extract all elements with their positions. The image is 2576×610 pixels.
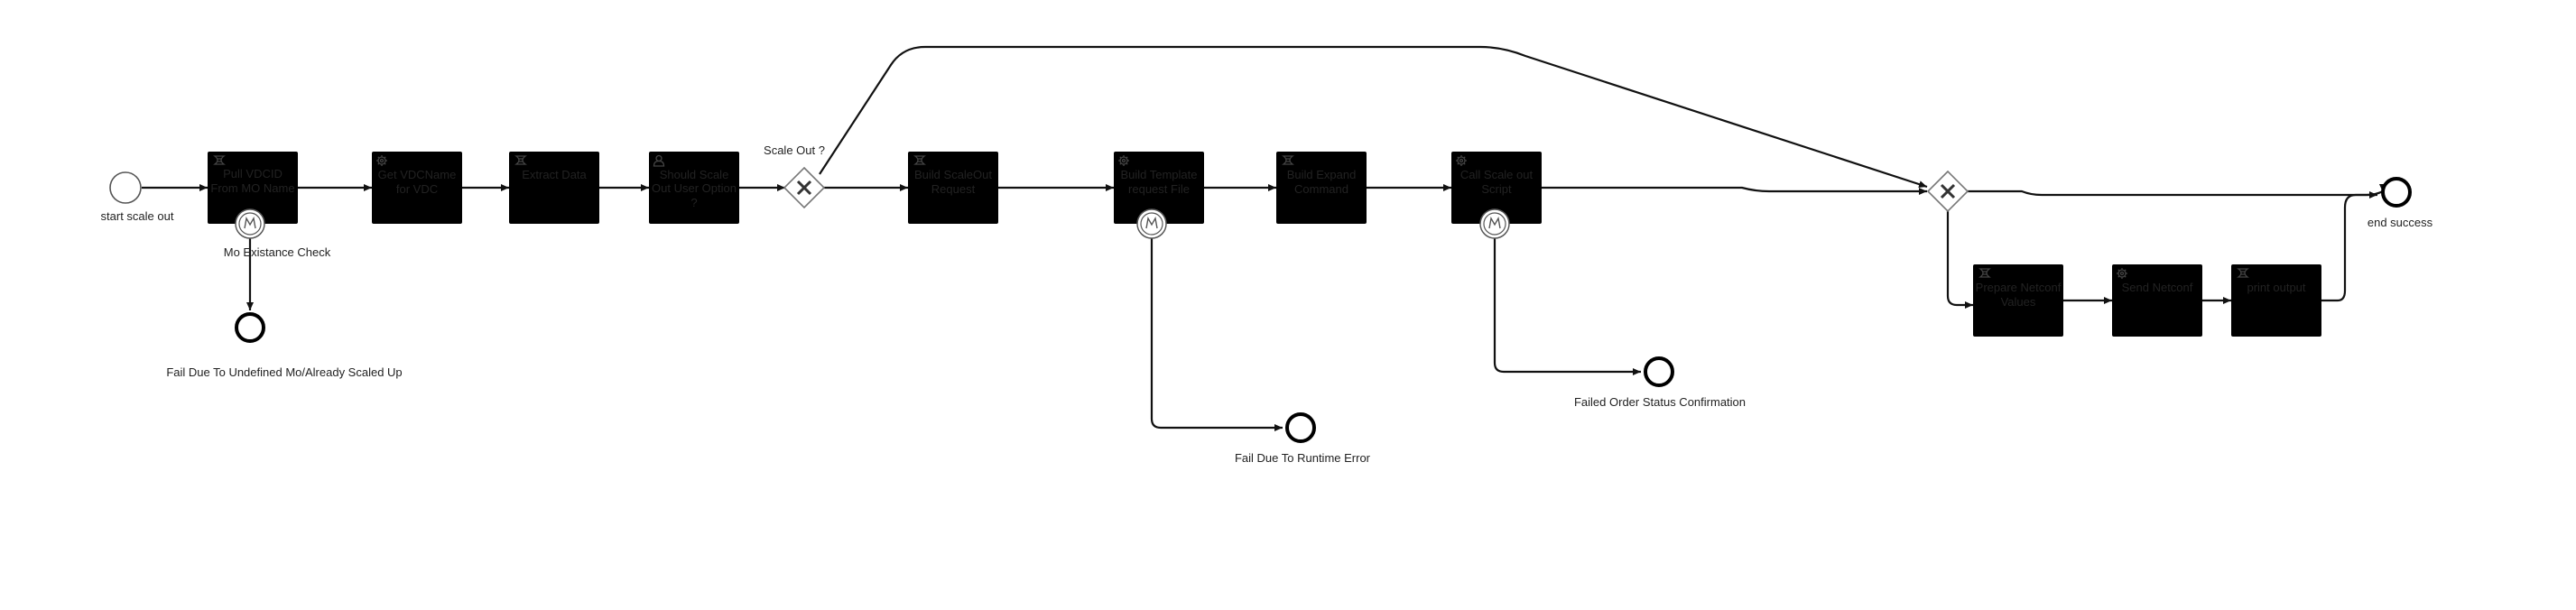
boundary-mo-existence-check[interactable]: Mo Existance Check: [224, 208, 331, 259]
task-build-template[interactable]: Build Template request File: [1114, 152, 1204, 224]
flow-template-error-to-fail: [1150, 238, 1283, 431]
task-should-scale-line-3: ?: [690, 196, 697, 209]
task-call-script-line-2: Script: [1481, 182, 1512, 196]
task-build-template-line-2: request File: [1128, 182, 1190, 196]
task-send-netconf-line-1: Send Netconf: [2122, 281, 2193, 294]
task-send-netconf[interactable]: Send Netconf: [2112, 264, 2202, 337]
task-build-expand-line-2: Command: [1294, 182, 1348, 196]
end-event-success-label: end success: [2368, 216, 2433, 229]
end-event-fail-order-label: Failed Order Status Confirmation: [1574, 395, 1746, 409]
end-event-fail-runtime-label: Fail Due To Runtime Error: [1235, 451, 1371, 465]
end-event-fail-undefined[interactable]: Fail Due To Undefined Mo/Already Scaled …: [166, 312, 403, 379]
task-build-expand[interactable]: Build Expand Command: [1276, 152, 1367, 224]
task-should-scale-line-1: Should Scale: [660, 168, 729, 181]
end-event-fail-order[interactable]: Failed Order Status Confirmation: [1574, 356, 1746, 409]
gateway-scale-out-label: Scale Out ?: [764, 143, 825, 157]
task-print-output[interactable]: print output: [2231, 264, 2321, 337]
task-get-vdcname-line-1: Get VDCName: [378, 168, 457, 181]
task-build-scaleout-line-1: Build ScaleOut: [914, 168, 992, 181]
task-build-template-line-1: Build Template: [1120, 168, 1197, 181]
task-should-scale[interactable]: Should Scale Out User Option ?: [649, 152, 739, 224]
boundary-template-error[interactable]: [1136, 208, 1167, 239]
boundary-call-script-error[interactable]: [1479, 208, 1510, 239]
task-build-scaleout-line-2: Request: [931, 182, 976, 196]
boundary-mo-check-label: Mo Existance Check: [224, 245, 331, 259]
sequence-flows: [142, 45, 2386, 431]
error-event-icon: [235, 208, 265, 239]
flow-call-error-to-fail: [1493, 238, 1641, 375]
gateway-scale-out[interactable]: Scale Out ?: [764, 143, 826, 209]
task-pull-vdcid[interactable]: Pull VDCID From MO Name: [208, 152, 298, 224]
task-should-scale-line-2: Out User Option: [652, 181, 737, 195]
gateway-merge[interactable]: [1926, 170, 1969, 213]
end-event-fail-runtime[interactable]: Fail Due To Runtime Error: [1235, 412, 1371, 465]
start-event[interactable]: start scale out: [101, 171, 174, 223]
task-call-script-line-1: Call Scale out: [1460, 168, 1534, 181]
task-get-vdcname-line-2: for VDC: [396, 182, 438, 196]
flow-print-to-end: [2321, 191, 2377, 302]
task-build-scaleout[interactable]: Build ScaleOut Request: [908, 152, 998, 224]
flow-merge-to-end: [1968, 184, 2386, 197]
task-extract-data[interactable]: Extract Data: [509, 152, 599, 224]
task-build-expand-line-1: Build Expand: [1287, 168, 1357, 181]
task-print-output-line-1: print output: [2247, 281, 2305, 294]
error-event-icon: [1136, 208, 1167, 239]
task-prepare-netconf[interactable]: Prepare Netconf Values: [1973, 264, 2063, 337]
end-event-fail-undefined-label: Fail Due To Undefined Mo/Already Scaled …: [166, 365, 402, 379]
task-get-vdcname[interactable]: Get VDCName for VDC: [372, 152, 462, 224]
start-event-label: start scale out: [101, 209, 174, 223]
task-pull-vdcid-line-1: Pull VDCID: [223, 167, 283, 180]
error-event-icon: [1479, 208, 1510, 239]
task-prepare-netconf-line-2: Values: [2001, 295, 2036, 309]
task-extract-data-line-1: Extract Data: [522, 168, 587, 181]
flow-call-to-merge-gateway: [1542, 186, 1927, 195]
task-prepare-netconf-line-1: Prepare Netconf: [1976, 281, 2062, 294]
end-event-success[interactable]: end success: [2368, 177, 2433, 229]
flow-gateway-skip-to-merge: [819, 45, 1928, 189]
task-call-scale-out-script[interactable]: Call Scale out Script: [1451, 152, 1542, 224]
flow-merge-to-prepare: [1946, 211, 1973, 309]
task-pull-vdcid-line-2: From MO Name: [210, 181, 294, 195]
